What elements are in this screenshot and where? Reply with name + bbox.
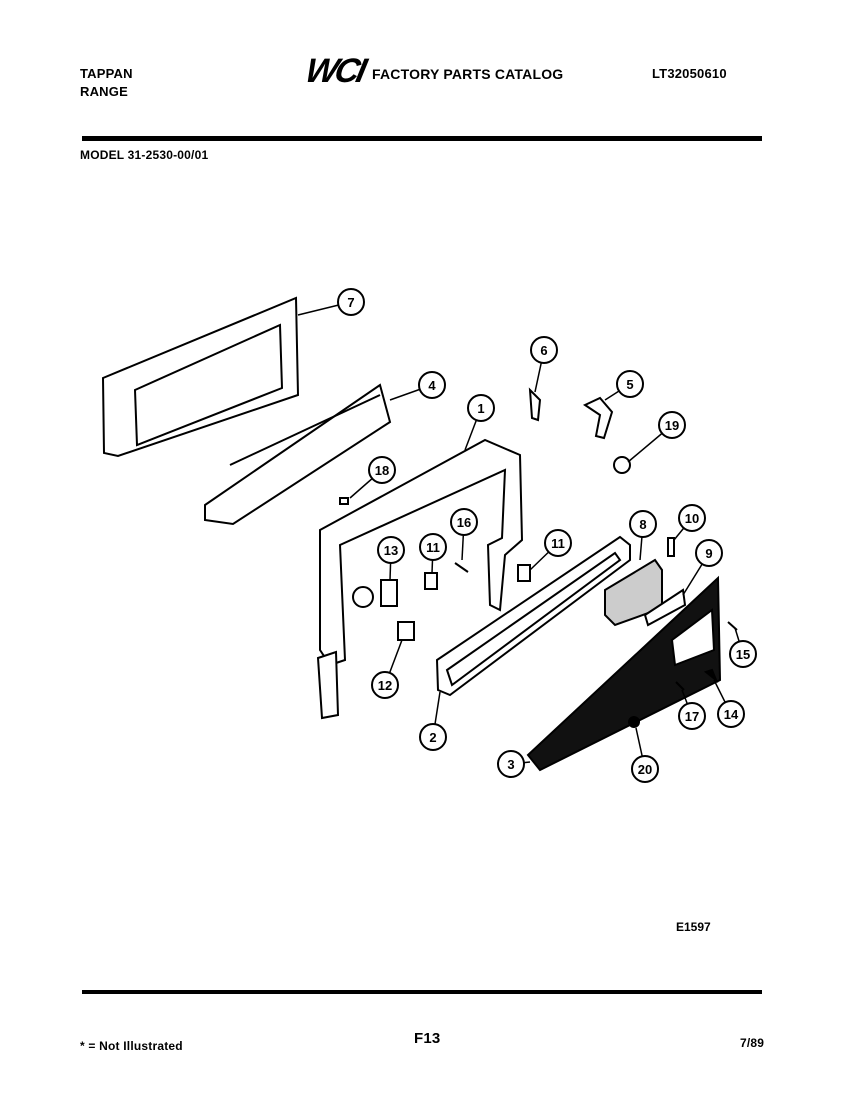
callout-circle	[450, 508, 478, 536]
callout-circle	[419, 723, 447, 751]
callout-label: 1	[477, 401, 484, 416]
callout-circle	[631, 755, 659, 783]
callout-8: 8	[629, 510, 657, 561]
callout-17: 17	[678, 689, 706, 730]
callout-circle	[544, 529, 572, 557]
callout-circle	[377, 536, 405, 564]
part-12-switch	[397, 621, 415, 641]
callout-circle	[616, 370, 644, 398]
callout-6: 6	[530, 336, 558, 393]
callout-label: 6	[540, 343, 547, 358]
callout-circle	[530, 336, 558, 364]
callout-circle	[678, 702, 706, 730]
part-18-clip	[339, 497, 349, 505]
callout-11: 11	[419, 533, 447, 574]
callout-15: 15	[729, 627, 757, 668]
part-16-screw	[454, 562, 469, 573]
callout-label: 16	[457, 515, 471, 530]
part-10-clip	[667, 537, 675, 557]
product-label: RANGE	[80, 84, 128, 99]
callout-12: 12	[371, 639, 403, 699]
callout-label: 11	[551, 536, 565, 551]
callout-circle	[371, 671, 399, 699]
callout-label: 18	[375, 463, 389, 478]
callout-label: 10	[685, 511, 699, 526]
callout-circle	[419, 533, 447, 561]
callout-circle	[368, 456, 396, 484]
callout-circle	[629, 510, 657, 538]
part-13-switch	[380, 579, 398, 607]
footer-rule	[82, 990, 762, 994]
callout-19: 19	[627, 411, 686, 463]
part-11-switch	[517, 564, 531, 582]
page-number: F13	[414, 1030, 441, 1047]
callout-4: 4	[389, 371, 446, 401]
callout-label: 7	[347, 295, 354, 310]
callout-18: 18	[349, 456, 396, 499]
callout-11: 11	[529, 529, 572, 571]
model-number: MODEL 31-2530-00/01	[80, 148, 209, 162]
part-17-screw	[675, 681, 685, 691]
callout-label: 15	[736, 647, 750, 662]
part-7-window	[133, 323, 284, 447]
callout-circle	[729, 640, 757, 668]
callout-9: 9	[682, 539, 723, 596]
brand-label: TAPPAN	[80, 66, 133, 81]
catalog-title: FACTORY PARTS CATALOG	[372, 66, 564, 82]
callout-label: 5	[626, 377, 633, 392]
part-14-screw	[703, 668, 719, 684]
callout-circle	[658, 411, 686, 439]
callout-16: 16	[450, 508, 478, 561]
callout-circle	[717, 700, 745, 728]
part-13-knob	[352, 586, 374, 608]
callout-label: 2	[429, 730, 436, 745]
callout-label: 14	[724, 707, 739, 722]
not-illustrated-note: * = Not Illustrated	[80, 1039, 183, 1053]
part-3-panel	[526, 575, 722, 772]
callout-label: 17	[685, 709, 699, 724]
callout-20: 20	[631, 727, 659, 783]
callout-10: 10	[673, 504, 706, 541]
callout-2: 2	[419, 691, 447, 751]
callout-5: 5	[604, 370, 644, 401]
callout-label: 3	[507, 757, 514, 772]
callout-label: 19	[665, 418, 679, 433]
part-11-switch	[424, 572, 438, 590]
drawing-id: E1597	[676, 920, 711, 934]
callout-circle	[497, 750, 525, 778]
callout-1: 1	[464, 394, 495, 451]
callout-label: 12	[378, 678, 392, 693]
callout-label: 4	[428, 378, 436, 393]
callout-label: 13	[384, 543, 398, 558]
callout-label: 11	[426, 540, 440, 555]
callout-13: 13	[377, 536, 405, 581]
callout-label: 8	[639, 517, 646, 532]
callout-3: 3	[497, 750, 531, 778]
part-1-leg	[316, 650, 340, 720]
callout-label: 20	[638, 762, 652, 777]
part-5-bracket	[582, 396, 614, 440]
part-19-grommet	[613, 456, 631, 474]
callout-circle	[337, 288, 365, 316]
revision-date: 7/89	[740, 1036, 765, 1050]
part-4-trim	[204, 383, 392, 526]
part-6-clip	[528, 387, 542, 422]
catalog-number: LT32050610	[652, 66, 727, 81]
callout-circle	[418, 371, 446, 399]
callout-circle	[678, 504, 706, 532]
part-9-lens	[643, 588, 687, 627]
callout-7: 7	[297, 288, 365, 316]
header-rule	[82, 136, 762, 141]
callout-circle	[467, 394, 495, 422]
part-20-knob	[628, 716, 640, 728]
callout-label: 9	[705, 546, 712, 561]
callout-14: 14	[713, 679, 745, 728]
callout-circle	[695, 539, 723, 567]
